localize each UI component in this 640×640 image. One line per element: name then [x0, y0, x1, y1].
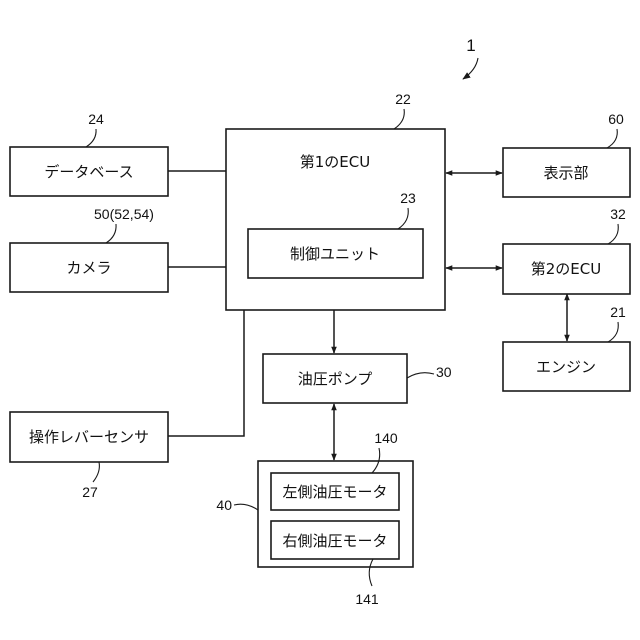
- hydraulic-pump-ref-leader: [407, 373, 434, 378]
- engine-ref: 21: [610, 304, 626, 320]
- second-ecu-label: 第2のECU: [531, 260, 601, 278]
- right-motor-label: 右側油圧モータ: [282, 532, 387, 550]
- database-ref: 24: [88, 111, 104, 127]
- hydraulic-pump-label: 油圧ポンプ: [298, 370, 373, 388]
- engine-ref-leader: [608, 322, 618, 342]
- first-ecu-label: 第1のECU: [300, 153, 370, 171]
- second-ecu-ref: 32: [610, 206, 626, 222]
- right-motor-ref: 141: [355, 591, 379, 607]
- motor-group-ref-leader: [234, 504, 258, 510]
- lever-sensor-ref: 27: [82, 484, 98, 500]
- camera-label: カメラ: [66, 259, 111, 277]
- motor-group-ref: 40: [216, 497, 232, 513]
- database-label: データベース: [44, 163, 133, 181]
- figure-ref-label: 1: [466, 36, 475, 55]
- control-unit-ref: 23: [400, 190, 416, 206]
- hydraulic-pump-ref: 30: [436, 364, 452, 380]
- camera-ref-leader: [106, 224, 116, 243]
- lever-sensor-label: 操作レバーセンサ: [29, 428, 149, 446]
- first-ecu-ref: 22: [395, 91, 411, 107]
- second-ecu-ref-leader: [608, 224, 618, 244]
- left-motor-ref: 140: [374, 430, 398, 446]
- display-ref: 60: [608, 111, 624, 127]
- engine-label: エンジン: [536, 358, 596, 376]
- lever-sensor-to-ecu-line: [168, 310, 244, 436]
- left-motor-label: 左側油圧モータ: [282, 483, 387, 501]
- figure-ref-arrow: [463, 58, 478, 79]
- first-ecu-ref-leader: [394, 109, 404, 129]
- lever-sensor-ref-leader: [93, 462, 99, 482]
- display-label: 表示部: [543, 164, 588, 182]
- camera-ref: 50(52,54): [94, 206, 154, 222]
- control-unit-label: 制御ユニット: [290, 245, 380, 263]
- display-ref-leader: [607, 129, 617, 148]
- database-ref-leader: [86, 129, 96, 147]
